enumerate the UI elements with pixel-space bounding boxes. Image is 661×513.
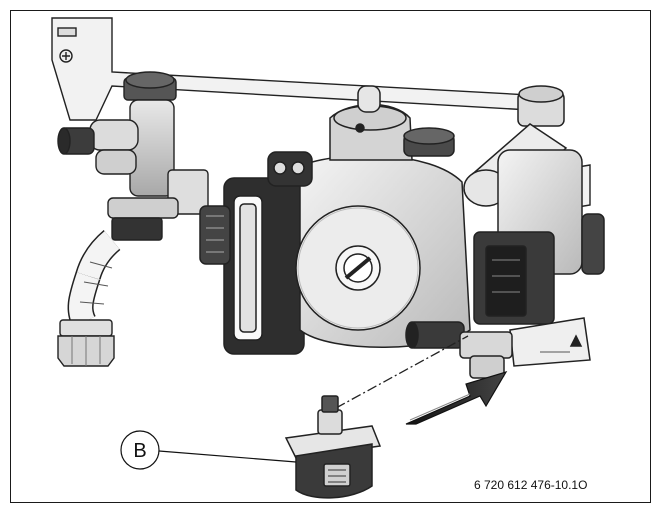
callout-label: B <box>133 440 146 462</box>
callout-leader-line <box>158 450 297 463</box>
figure-reference-code: 6 720 612 476-10.1O <box>474 478 587 492</box>
insertion-direction-arrow <box>405 370 508 425</box>
callout-circle <box>120 430 160 470</box>
diverter-valve-block <box>463 85 605 367</box>
circulation-pump <box>199 85 471 355</box>
sensor-port <box>405 321 513 379</box>
left-valve-assembly <box>57 71 209 367</box>
component-b-sensor <box>284 395 382 499</box>
alignment-line <box>335 335 469 409</box>
